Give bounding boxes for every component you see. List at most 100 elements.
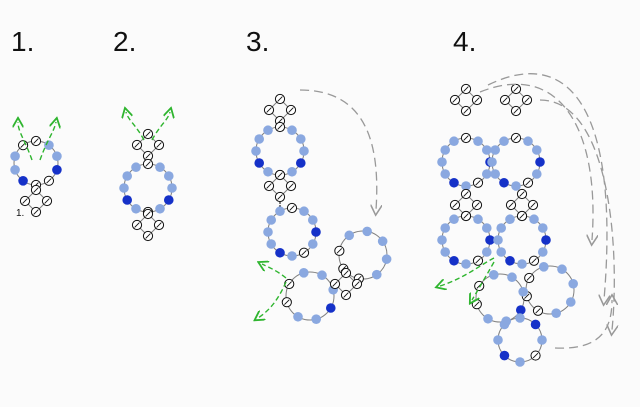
dark-blue-bead-icon <box>449 177 459 188</box>
clear-seed-bead-icon <box>516 188 528 200</box>
light-blue-bead-icon <box>517 259 527 269</box>
light-blue-bead-icon <box>251 146 261 156</box>
light-blue-bead-icon <box>440 247 451 257</box>
clear-seed-bead-icon <box>286 202 298 214</box>
dashed-move-arrow-icon <box>554 300 612 349</box>
clear-seed-bead-icon <box>329 278 341 290</box>
light-blue-bead-icon <box>557 264 567 275</box>
clear-seed-bead-icon <box>274 93 286 105</box>
clear-seed-bead-icon <box>532 305 544 316</box>
light-blue-bead-icon <box>295 134 306 144</box>
light-blue-bead-icon <box>490 169 501 179</box>
light-blue-bead-icon <box>537 335 547 345</box>
light-blue-bead-icon <box>381 254 392 264</box>
dark-blue-bead-icon <box>505 255 515 266</box>
dashed-move-arrow-icon <box>539 99 614 330</box>
dark-blue-bead-icon <box>52 164 62 175</box>
beads-layer <box>10 83 578 367</box>
light-blue-bead-icon <box>511 181 521 191</box>
light-blue-bead-icon <box>167 183 177 193</box>
light-blue-bead-icon <box>461 181 471 191</box>
thread-loop <box>285 271 335 321</box>
clear-seed-bead-icon <box>340 289 352 301</box>
light-blue-bead-icon <box>275 206 285 217</box>
clear-seed-bead-icon <box>274 121 286 133</box>
clear-seed-bead-icon <box>274 169 286 181</box>
clear-seed-bead-icon <box>505 199 517 211</box>
clear-seed-bead-icon <box>284 278 295 290</box>
dark-blue-bead-icon <box>515 305 526 315</box>
dark-blue-bead-icon <box>275 247 285 258</box>
light-blue-bead-icon <box>515 313 525 323</box>
clear-seed-bead-icon <box>472 255 484 266</box>
light-blue-bead-icon <box>461 259 471 269</box>
clear-seed-bead-icon <box>30 206 42 218</box>
thread-loop <box>267 207 317 257</box>
light-blue-bead-icon <box>437 235 447 245</box>
light-blue-bead-icon <box>344 230 355 241</box>
light-blue-bead-icon <box>131 203 141 214</box>
clear-seed-bead-icon <box>274 191 286 203</box>
clear-seed-bead-icon <box>460 132 472 144</box>
clear-seed-bead-icon <box>153 139 165 151</box>
clear-seed-bead-icon <box>41 195 53 207</box>
light-blue-bead-icon <box>493 235 503 245</box>
light-blue-bead-icon <box>481 247 492 257</box>
clear-seed-bead-icon <box>449 94 461 106</box>
light-blue-bead-icon <box>155 162 165 173</box>
green-needle-arrow-icon <box>440 257 495 286</box>
clear-seed-bead-icon <box>460 105 472 117</box>
light-blue-bead-icon <box>52 151 62 162</box>
clear-seed-bead-icon <box>474 280 485 292</box>
light-blue-bead-icon <box>287 166 297 177</box>
clear-seed-bead-icon <box>527 199 539 211</box>
dark-blue-bead-icon <box>530 319 541 330</box>
dashed-move-arrow-icon <box>299 89 377 210</box>
dark-blue-bead-icon <box>163 195 174 205</box>
light-blue-bead-icon <box>263 166 273 177</box>
clear-seed-bead-icon <box>263 104 275 116</box>
light-blue-bead-icon <box>263 227 273 237</box>
light-blue-bead-icon <box>317 270 327 281</box>
start-bead-label: 1. <box>16 208 24 219</box>
light-blue-bead-icon <box>551 308 562 318</box>
dark-blue-bead-icon <box>122 195 133 205</box>
light-blue-bead-icon <box>266 239 277 249</box>
clear-seed-bead-icon <box>142 158 154 170</box>
clear-seed-bead-icon <box>285 180 297 192</box>
clear-seed-bead-icon <box>285 104 297 116</box>
clear-seed-bead-icon <box>263 180 275 192</box>
light-blue-bead-icon <box>529 214 539 225</box>
dark-blue-bead-icon <box>311 227 321 237</box>
clear-seed-bead-icon <box>17 140 29 151</box>
clear-seed-bead-icon <box>351 278 363 290</box>
green-needle-arrow-icon <box>126 112 145 141</box>
light-blue-bead-icon <box>299 146 309 156</box>
arrows-layer <box>18 73 614 349</box>
step-3-label: 3. <box>246 26 270 57</box>
light-blue-bead-icon <box>499 136 509 147</box>
dark-blue-bead-icon <box>295 158 306 168</box>
step-1-label: 1. <box>11 26 35 57</box>
light-blue-bead-icon <box>490 145 501 155</box>
light-blue-bead-icon <box>483 313 493 324</box>
dark-blue-bead-icon <box>18 175 28 186</box>
clear-seed-bead-icon <box>471 94 483 106</box>
light-blue-bead-icon <box>487 157 497 167</box>
light-blue-bead-icon <box>505 214 515 225</box>
clear-seed-bead-icon <box>340 267 352 279</box>
clear-seed-bead-icon <box>460 83 472 95</box>
dashed-move-arrow-icon <box>479 83 593 240</box>
step-2-label: 2. <box>113 26 137 57</box>
dark-blue-bead-icon <box>541 235 551 245</box>
clear-seed-bead-icon <box>524 272 535 284</box>
light-blue-bead-icon <box>481 169 492 179</box>
light-blue-bead-icon <box>266 215 277 225</box>
clear-seed-bead-icon <box>142 208 154 220</box>
light-blue-bead-icon <box>537 223 548 233</box>
green-needle-arrow-icon <box>151 112 170 141</box>
clear-seed-bead-icon <box>153 219 165 231</box>
light-blue-bead-icon <box>437 157 447 167</box>
clear-seed-bead-icon <box>131 219 143 231</box>
